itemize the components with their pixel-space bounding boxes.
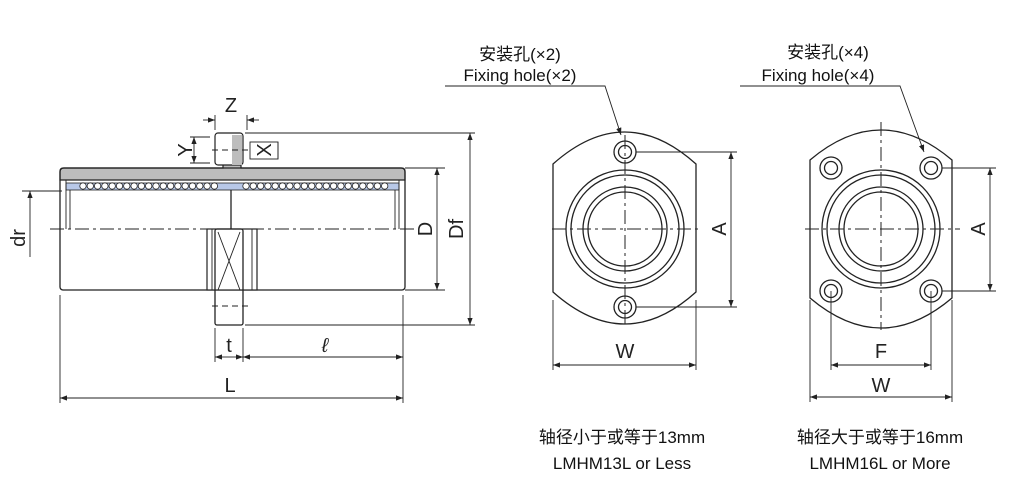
hole-label-en: Fixing hole(×4) <box>762 66 875 85</box>
dim-a: A <box>709 222 731 236</box>
ball <box>249 182 257 190</box>
dim-w: W <box>872 375 891 397</box>
dim-x: X <box>254 143 276 156</box>
ball <box>86 182 94 190</box>
ball <box>308 182 316 190</box>
ball <box>366 182 374 190</box>
ball <box>293 182 301 190</box>
dim-y: Y <box>175 143 197 156</box>
ball <box>210 182 218 190</box>
ball <box>167 182 175 190</box>
ball <box>196 182 204 190</box>
large-flange-view: 安装孔(×4) Fixing hole(×4) A F W 轴径大于或等于16m… <box>740 43 996 473</box>
dim-f: F <box>875 341 887 363</box>
ball <box>264 182 272 190</box>
ball-row <box>79 182 389 190</box>
caption-cn: 轴径大于或等于16mm <box>797 428 963 447</box>
hole-label-cn: 安装孔(×2) <box>479 45 561 64</box>
caption-cn: 轴径小于或等于13mm <box>539 428 705 447</box>
ball <box>115 182 124 190</box>
ball <box>188 182 197 190</box>
dim-d: D <box>415 222 437 236</box>
ball <box>203 182 211 190</box>
ball <box>256 182 265 190</box>
dim-a: A <box>968 222 990 236</box>
ball <box>152 182 160 190</box>
dim-t: t <box>226 335 232 357</box>
ball <box>108 182 116 190</box>
ball <box>94 182 102 190</box>
ball <box>337 182 345 190</box>
dim-z: Z <box>225 95 237 117</box>
side-view: Z Y X dr D Df t ℓ L <box>8 95 475 403</box>
ball <box>271 182 279 190</box>
dim-l: ℓ <box>321 335 330 357</box>
ball <box>300 182 308 190</box>
fixing-hole <box>823 160 839 176</box>
ball <box>145 182 153 190</box>
ball <box>329 182 338 190</box>
hole-label-en: Fixing hole(×2) <box>464 66 577 85</box>
ball <box>242 182 250 190</box>
fixing-hole <box>919 156 943 180</box>
ball <box>174 182 182 190</box>
dim-dr: dr <box>8 229 30 247</box>
ball <box>159 182 167 190</box>
ball <box>79 182 87 190</box>
ball <box>130 182 138 190</box>
ball <box>137 182 145 190</box>
caption-en: LMHM16L or More <box>809 454 950 473</box>
ball <box>381 182 389 190</box>
dim-df: Df <box>446 219 468 239</box>
hole-label-cn: 安装孔(×4) <box>787 43 869 62</box>
fixing-hole <box>819 156 843 180</box>
dim-w: W <box>616 341 635 363</box>
ball <box>373 182 381 190</box>
fixing-hole <box>923 160 939 176</box>
ball <box>351 182 360 190</box>
ball <box>278 182 287 190</box>
ball <box>359 182 367 190</box>
ball <box>101 182 109 190</box>
dim-L: L <box>224 375 235 397</box>
ball <box>286 182 294 190</box>
ball <box>181 182 189 190</box>
caption-en: LMHM13L or Less <box>553 454 691 473</box>
small-flange-view: 安装孔(×2) Fixing hole(×2) A W 轴径小于或等于13mm … <box>445 45 737 473</box>
ball <box>344 182 352 190</box>
ball <box>315 182 323 190</box>
ball <box>322 182 330 190</box>
ball <box>123 182 131 190</box>
